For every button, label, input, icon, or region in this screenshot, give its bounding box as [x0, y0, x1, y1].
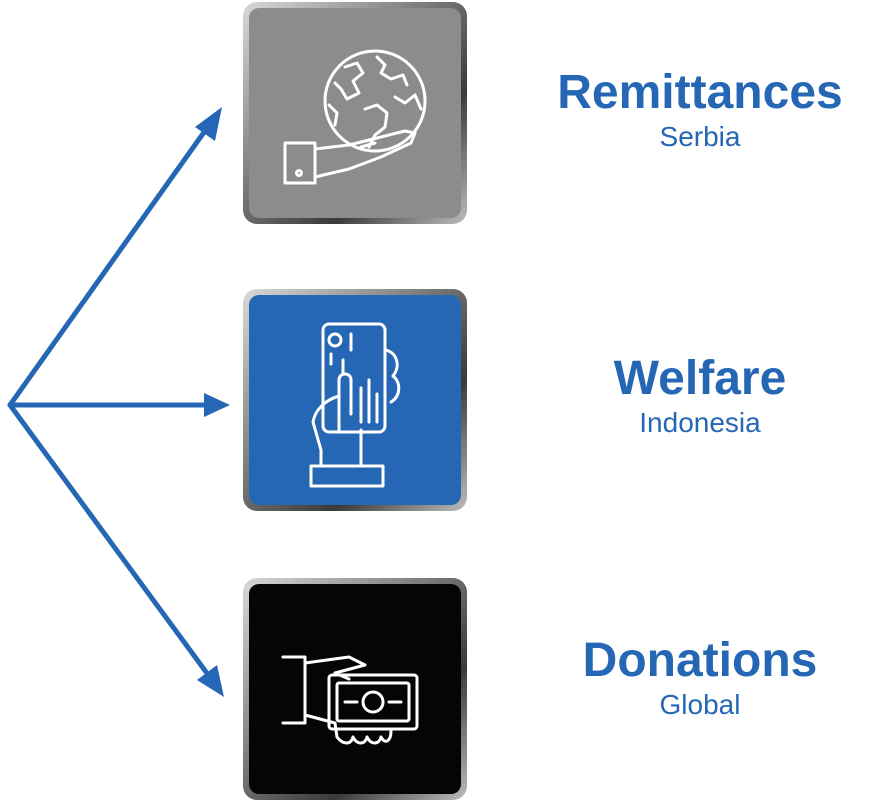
remittances-label: Remittances Serbia	[520, 66, 879, 154]
cash-in-hand-icon	[281, 655, 419, 745]
donations-label: Donations Global	[520, 634, 879, 722]
donations-title: Donations	[582, 634, 818, 687]
card-in-hand-icon	[309, 322, 401, 488]
donations-tile	[243, 578, 467, 800]
globe-in-hand-icon	[283, 49, 427, 185]
welfare-subtitle: Indonesia	[639, 407, 761, 438]
arrow-to-welfare	[7, 393, 230, 417]
arrow-to-donations	[7, 402, 224, 697]
remittances-tile	[243, 2, 467, 224]
arrow-to-remittances	[7, 107, 222, 408]
donations-subtitle: Global	[659, 689, 741, 720]
remittances-tile-face	[249, 8, 461, 218]
welfare-tile	[243, 289, 467, 511]
welfare-tile-face	[249, 295, 461, 505]
welfare-title: Welfare	[613, 352, 787, 405]
donations-tile-face	[249, 584, 461, 794]
welfare-label: Welfare Indonesia	[520, 352, 879, 440]
remittances-subtitle: Serbia	[659, 121, 741, 152]
remittances-title: Remittances	[557, 66, 843, 119]
